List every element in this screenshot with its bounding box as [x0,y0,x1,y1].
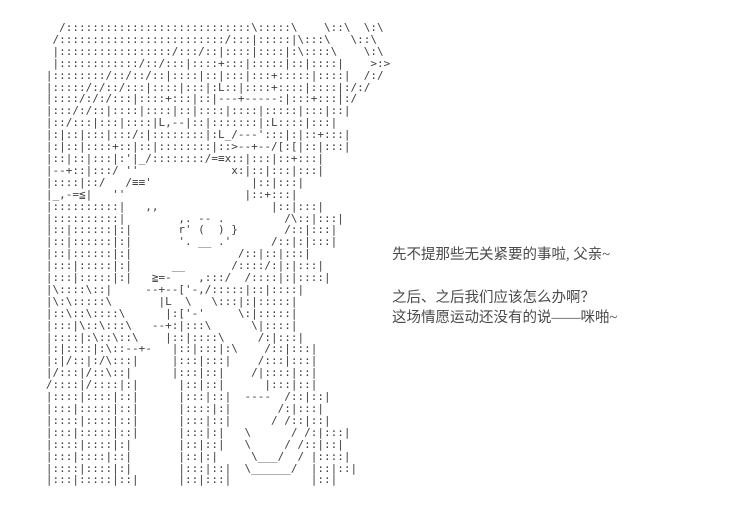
dialogue-text-block: 先不提那些无关紧要的事啦, 父亲~ 之后、之后我们应该怎么办啊？ 这场情愿运动还… [392,245,722,328]
dialogue-line-2: 之后、之后我们应该怎么办啊？ [392,290,595,306]
dialogue-line-3: 这场情愿运动还没有的说——咪啪~ [392,310,618,326]
ascii-art-character: /::::::::::::::::::::::::::::\:::::\ \::… [45,21,391,487]
dialogue-line-1: 先不提那些无关紧要的事啦, 父亲~ [392,247,611,263]
